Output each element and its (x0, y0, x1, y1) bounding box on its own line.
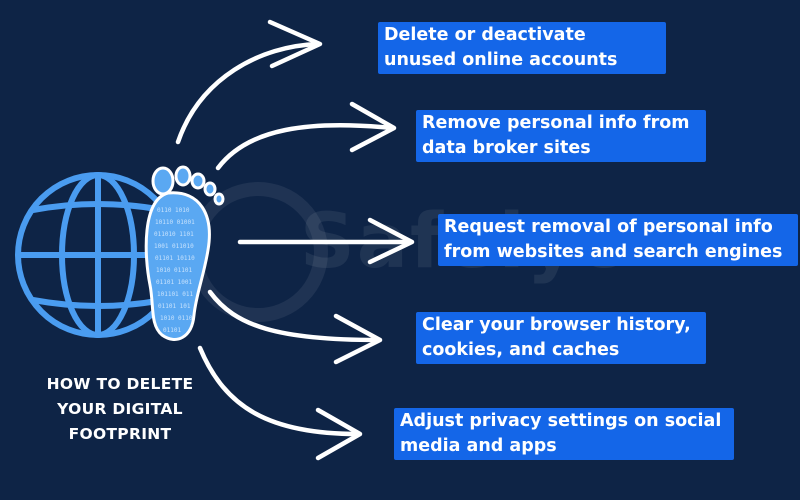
svg-text:10110 01001: 10110 01001 (155, 219, 195, 226)
step-4: Clear your browser history, cookies, and… (416, 312, 706, 364)
svg-text:01101 1001: 01101 1001 (156, 279, 193, 286)
svg-text:0110 1010: 0110 1010 (157, 207, 190, 214)
svg-text:01101: 01101 (163, 327, 181, 334)
arrow-5 (197, 345, 363, 461)
step-label: Remove personal info from data broker si… (422, 113, 690, 158)
svg-text:1010 01101: 1010 01101 (156, 267, 193, 274)
page-title: HOW TO DELETE YOUR DIGITAL FOOTPRINT (46, 375, 194, 443)
footprint-icon: 0110 1010 10110 01001 011010 1101 1001 0… (144, 165, 225, 341)
arrow-2 (215, 101, 397, 171)
svg-text:1001 011010: 1001 011010 (154, 243, 194, 250)
svg-text:01101 101: 01101 101 (158, 303, 191, 310)
step-5: Adjust privacy settings on social media … (394, 408, 734, 460)
step-label: Delete or deactivate unused online accou… (384, 25, 618, 70)
step-label: Request removal of personal info from we… (444, 217, 783, 262)
step-label: Adjust privacy settings on social media … (400, 411, 722, 456)
svg-text:1010 0110: 1010 0110 (160, 315, 193, 322)
step-3: Request removal of personal info from we… (438, 214, 798, 266)
arrow-1 (175, 19, 323, 145)
arrow-4 (207, 289, 383, 365)
svg-text:011010 1101: 011010 1101 (154, 231, 194, 238)
step-1: Delete or deactivate unused online accou… (378, 22, 666, 74)
step-2: Remove personal info from data broker si… (416, 110, 706, 162)
svg-text:101101 011: 101101 011 (157, 291, 194, 298)
arrow-3 (237, 217, 415, 265)
svg-text:01101 10110: 01101 10110 (155, 255, 195, 262)
step-label: Clear your browser history, cookies, and… (422, 315, 691, 360)
